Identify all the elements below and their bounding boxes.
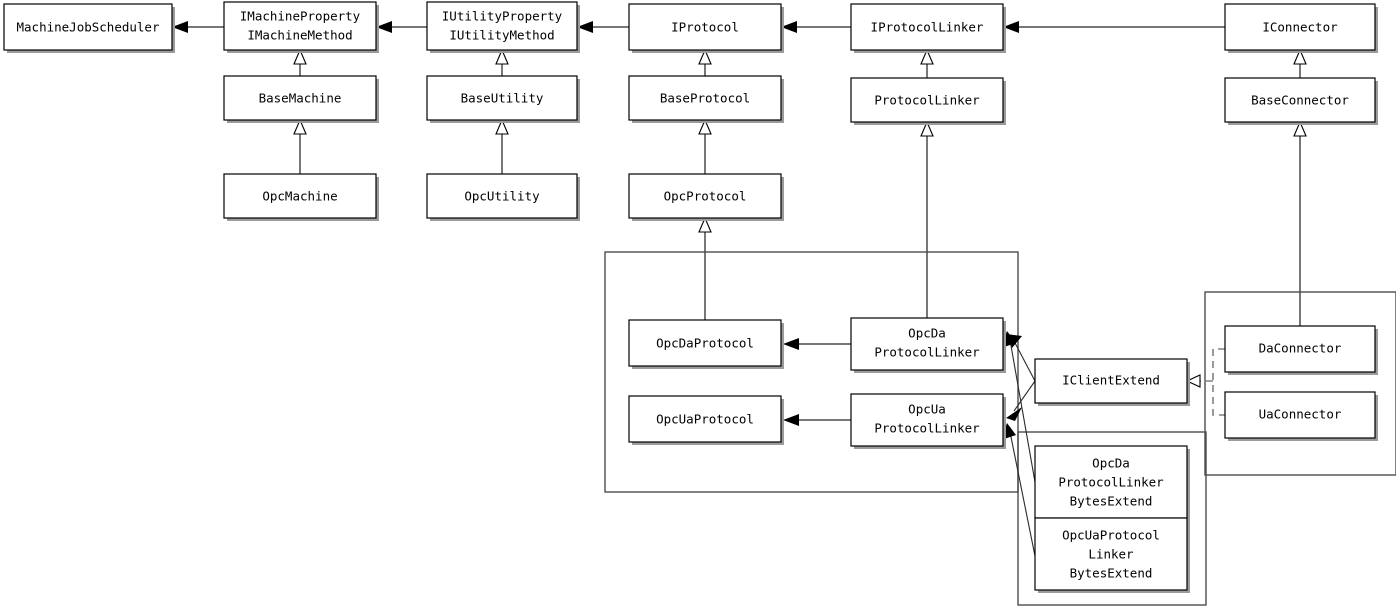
label-opc-machine: OpcMachine: [262, 189, 337, 204]
label-opc-da-linker-line2: ProtocolLinker: [874, 345, 980, 360]
node-base-machine[interactable]: BaseMachine: [223, 75, 379, 123]
label-imachine-method: IMachineMethod: [247, 28, 352, 43]
triangle-opcprotocol: [698, 216, 712, 233]
triangle-iconnector: [1293, 48, 1307, 65]
node-opc-ua-protocol[interactable]: OpcUaProtocol: [628, 395, 784, 445]
triangle-baseutility: [495, 118, 509, 135]
label-opc-da-linker-line1: OpcDa: [908, 326, 946, 341]
label-base-machine: BaseMachine: [259, 91, 342, 106]
label-iprotocol-linker: IProtocolLinker: [871, 20, 984, 35]
label-protocol-linker: ProtocolLinker: [874, 93, 980, 108]
triangle-imachine: [293, 48, 307, 65]
triangle-baseconnector: [1293, 120, 1307, 137]
label-opc-da-bytes-line1: OpcDa: [1092, 456, 1130, 471]
edge-iclientextend-to-opcualinker: [1013, 380, 1036, 412]
arrowhead-opcuaprotocol: [783, 414, 799, 426]
node-opc-machine[interactable]: OpcMachine: [223, 173, 379, 221]
arrowhead-opcdaprotocol: [783, 338, 799, 350]
label-iutility-method: IUtilityMethod: [449, 28, 554, 43]
arrowhead-imachine: [376, 21, 392, 33]
label-opc-da-bytes-line3: BytesExtend: [1070, 494, 1153, 509]
node-base-connector[interactable]: BaseConnector: [1224, 77, 1378, 125]
node-iprotocol[interactable]: IProtocol: [628, 3, 784, 53]
node-opc-ua-bytes-extend[interactable]: OpcUaProtocol Linker BytesExtend: [1034, 517, 1190, 593]
arrowhead-iutility: [577, 21, 593, 33]
label-opc-ua-bytes-line1: OpcUaProtocol: [1062, 528, 1160, 543]
group-protocol-implementations: [604, 251, 1019, 493]
arrowhead-iprotocollinker: [1003, 21, 1019, 33]
node-iconnector[interactable]: IConnector: [1224, 3, 1378, 53]
label-opc-ua-linker-line1: OpcUa: [908, 402, 946, 417]
label-opc-da-bytes-line2: ProtocolLinker: [1058, 475, 1164, 490]
node-base-utility[interactable]: BaseUtility: [426, 75, 580, 123]
group-bytes-extends: [1017, 431, 1207, 606]
edges-linker-to-protocol: [783, 338, 851, 426]
node-iutility-interface[interactable]: IUtilityProperty IUtilityMethod: [426, 1, 580, 53]
label-opc-ua-protocol: OpcUaProtocol: [656, 412, 754, 427]
label-base-connector: BaseConnector: [1251, 93, 1349, 108]
node-machine-job-scheduler[interactable]: MachineJobScheduler: [3, 3, 175, 53]
label-iclient-extend: IClientExtend: [1062, 373, 1160, 388]
edges-generalization: [293, 48, 1307, 326]
node-opc-ua-protocol-linker[interactable]: OpcUa ProtocolLinker: [850, 393, 1006, 449]
node-ua-connector[interactable]: UaConnector: [1224, 391, 1378, 441]
arrowhead-iprotocol: [781, 21, 797, 33]
label-base-utility: BaseUtility: [461, 91, 544, 106]
node-imachine-interface[interactable]: IMachineProperty IMachineMethod: [223, 1, 379, 53]
node-iprotocol-linker[interactable]: IProtocolLinker: [850, 3, 1006, 53]
label-opc-ua-bytes-line2: Linker: [1088, 547, 1134, 562]
triangle-iclientextend: [1185, 374, 1201, 388]
label-opc-da-protocol: OpcDaProtocol: [656, 336, 754, 351]
label-machine-job-scheduler: MachineJobScheduler: [17, 20, 160, 35]
triangle-protocollinker: [920, 120, 934, 137]
triangle-iutility: [495, 48, 509, 65]
label-opc-ua-linker-line2: ProtocolLinker: [874, 421, 980, 436]
label-opc-protocol: OpcProtocol: [664, 189, 747, 204]
label-opc-utility: OpcUtility: [464, 189, 540, 204]
node-opc-da-protocol-linker[interactable]: OpcDa ProtocolLinker: [850, 317, 1006, 373]
label-opc-ua-bytes-line3: BytesExtend: [1070, 566, 1153, 581]
node-opc-protocol[interactable]: OpcProtocol: [628, 173, 784, 221]
edges-realization: [1185, 348, 1225, 416]
triangle-baseprotocol: [698, 118, 712, 135]
triangle-basemachine: [293, 118, 307, 135]
edge-opcuabytesextend-to-opcualinker: [1009, 431, 1036, 557]
node-iclient-extend[interactable]: IClientExtend: [1034, 358, 1190, 406]
nodes: MachineJobScheduler IMachineProperty IMa…: [3, 1, 1378, 593]
edge-opcdabytesextend-to-opcdalinker: [1009, 339, 1036, 483]
triangle-iprotocollinker: [920, 48, 934, 65]
label-ua-connector: UaConnector: [1259, 407, 1342, 422]
arrowhead-scheduler: [172, 21, 188, 33]
node-opc-da-bytes-extend[interactable]: OpcDa ProtocolLinker BytesExtend: [1034, 445, 1190, 521]
edges-top-row: [172, 21, 1225, 33]
label-da-connector: DaConnector: [1259, 341, 1342, 356]
node-opc-utility[interactable]: OpcUtility: [426, 173, 580, 221]
node-opc-da-protocol[interactable]: OpcDaProtocol: [628, 319, 784, 369]
label-iconnector: IConnector: [1262, 20, 1338, 35]
label-iprotocol: IProtocol: [671, 20, 739, 35]
node-base-protocol[interactable]: BaseProtocol: [628, 75, 784, 123]
node-da-connector[interactable]: DaConnector: [1224, 325, 1378, 375]
label-iutility-property: IUtilityProperty: [442, 9, 563, 24]
edges-iclientextend: [1006, 334, 1036, 421]
edge-daconnector-to-iclientextend: [1212, 348, 1225, 416]
label-imachine-property: IMachineProperty: [240, 9, 361, 24]
arrowhead-opcualinker-from-iclientextend: [1006, 407, 1022, 421]
node-protocol-linker[interactable]: ProtocolLinker: [850, 77, 1006, 125]
triangle-iprotocol: [698, 48, 712, 65]
label-base-protocol: BaseProtocol: [660, 91, 750, 106]
edge-iclientextend-to-opcdalinker: [1013, 340, 1036, 382]
